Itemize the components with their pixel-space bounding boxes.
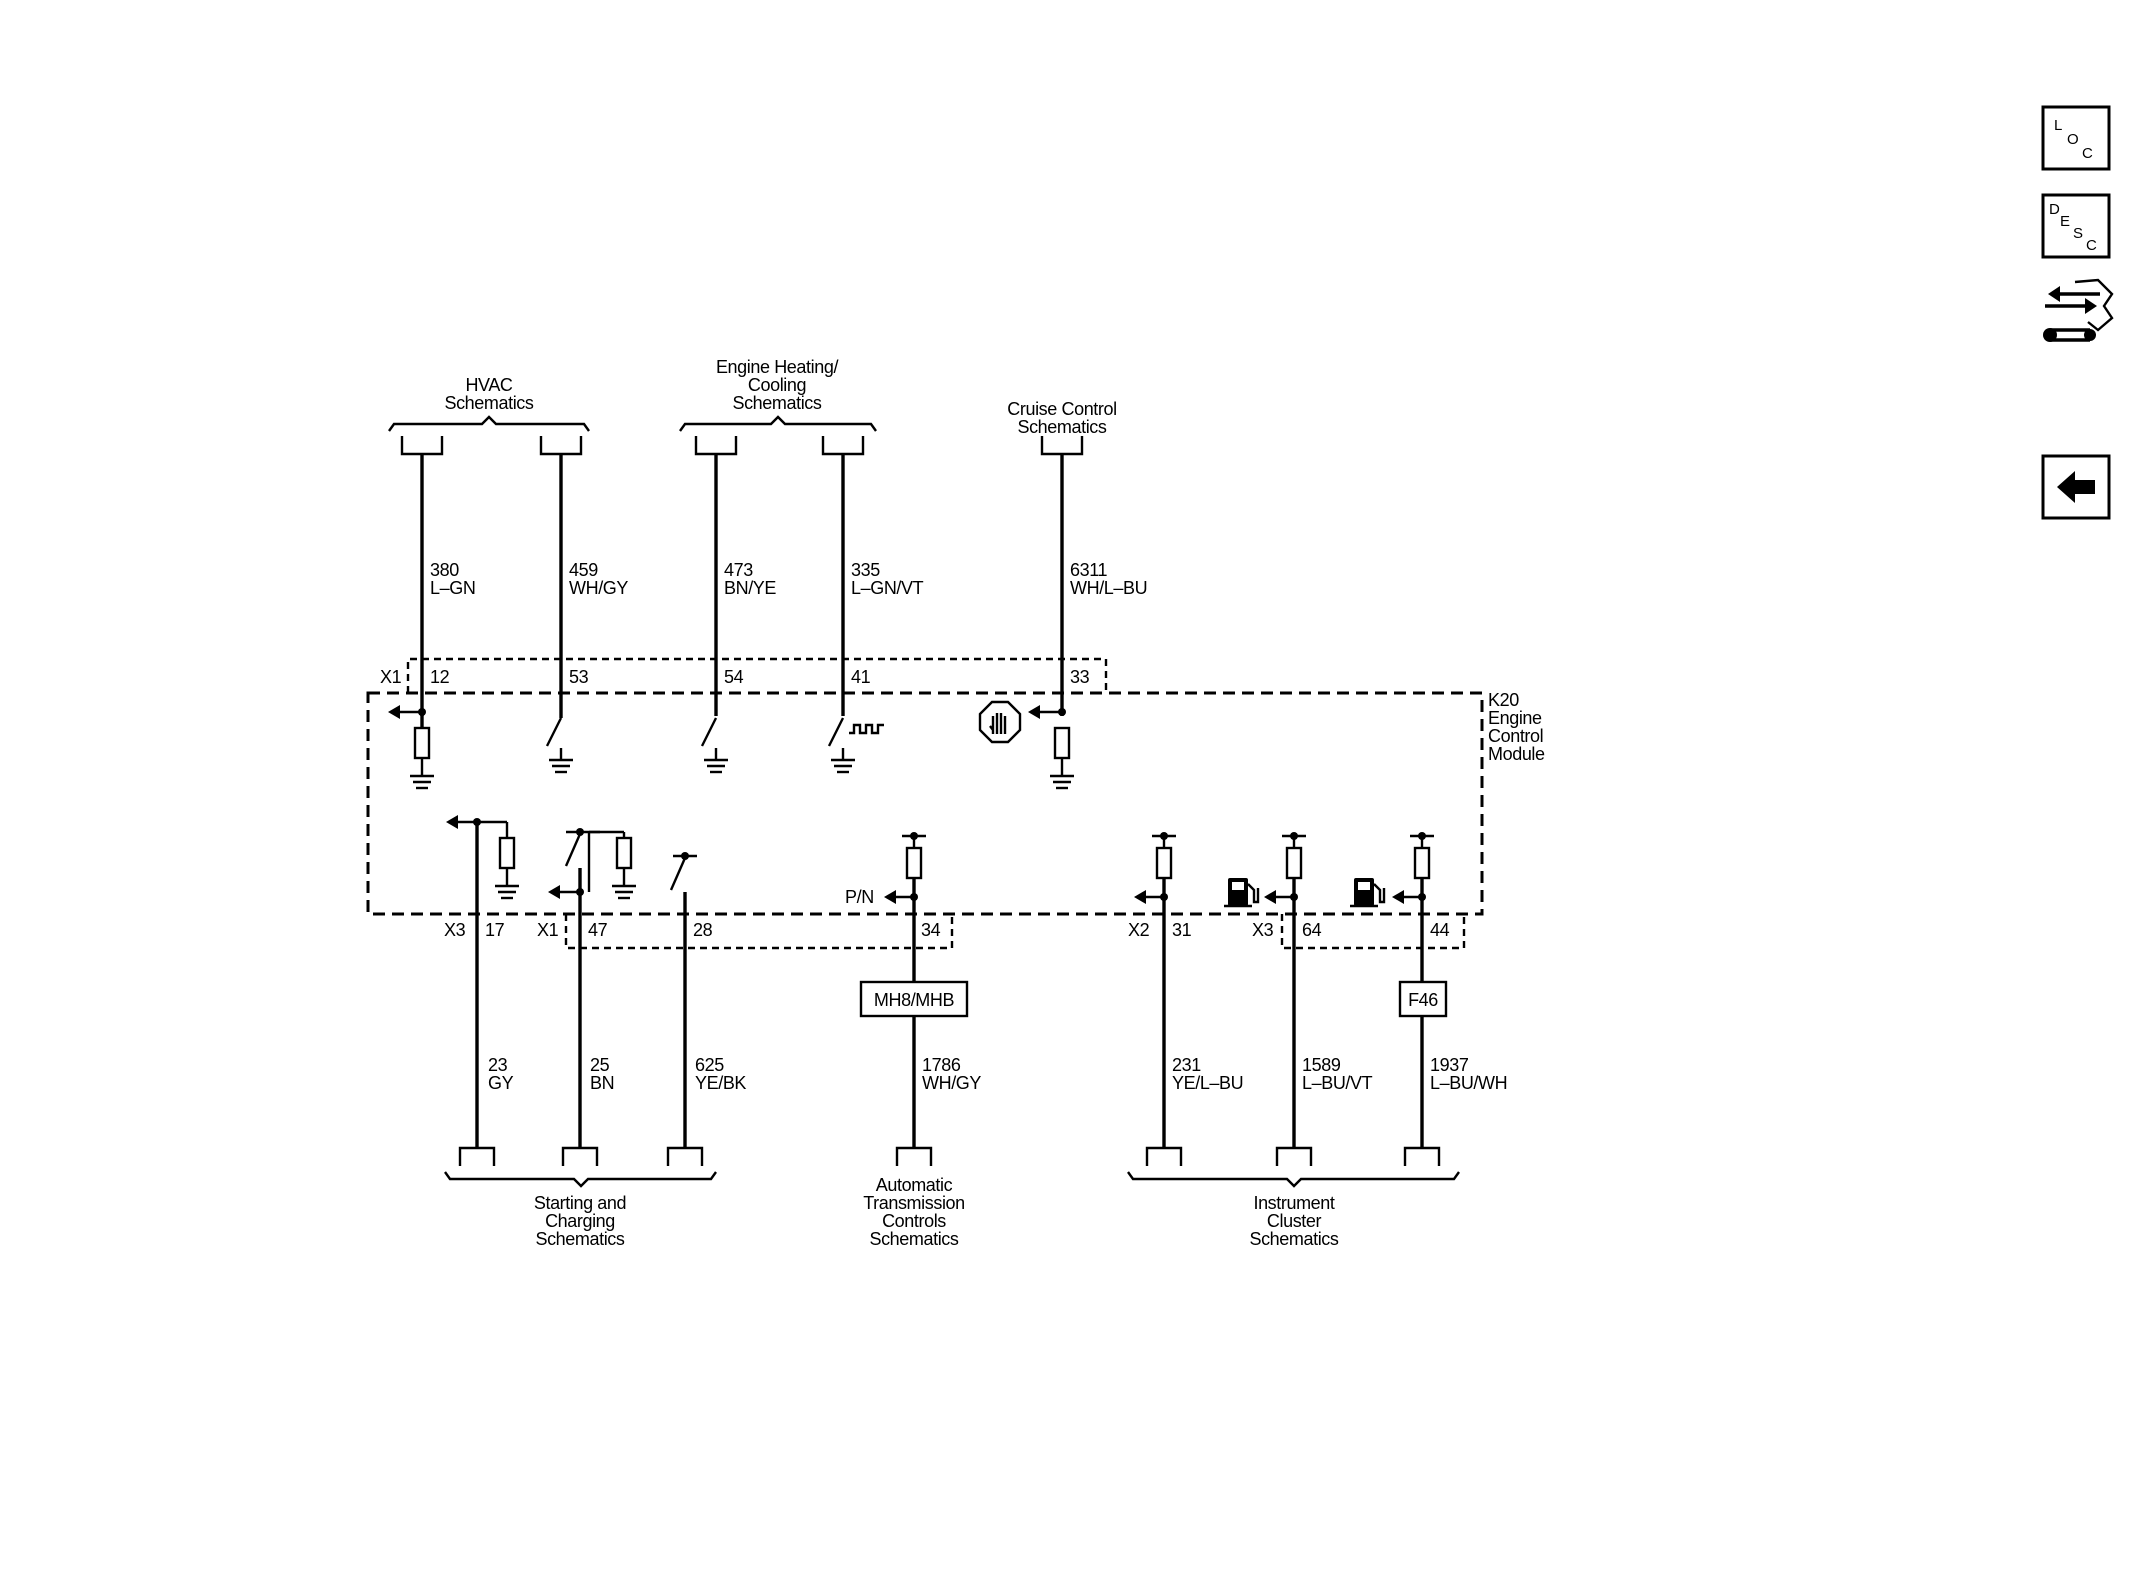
wire-circuit-1937: 1937 — [1430, 1055, 1469, 1075]
svg-text:S: S — [2073, 225, 2083, 242]
wire-circuit-1589: 1589 — [1302, 1055, 1341, 1075]
wire-color-lgn: L–GN — [430, 578, 475, 598]
wire-circuit-380: 380 — [430, 560, 459, 580]
svg-text:MH8/MHB: MH8/MHB — [874, 990, 955, 1010]
switch-625 — [669, 852, 697, 914]
input-pulldown-380 — [388, 705, 434, 790]
wire-color-lbuvt: L–BU/VT — [1302, 1073, 1373, 1093]
svg-text:L: L — [2054, 117, 2062, 134]
connector-x1-top-outline — [406, 657, 1108, 693]
pin-44: 44 — [1430, 920, 1450, 940]
output-pullup-1786: P/N — [845, 832, 926, 914]
pin-64: 64 — [1302, 920, 1322, 940]
wire-color-whlbu: WH/L–BU — [1070, 578, 1147, 598]
location-button[interactable]: L O C — [2041, 105, 2111, 171]
connector-x1-bottom-outline — [564, 914, 954, 950]
pin-31: 31 — [1172, 920, 1192, 940]
pwm-switch-ground-335 — [827, 717, 884, 774]
splice-mh8-mhb: MH8/MHB — [859, 980, 969, 1018]
svg-text:D: D — [2049, 201, 2060, 218]
stop-hand-icon — [978, 700, 1022, 744]
pin-34: 34 — [921, 920, 941, 940]
wire-color-bn: BN — [590, 1073, 614, 1093]
svg-text:F46: F46 — [1408, 990, 1438, 1010]
wire-circuit-23: 23 — [488, 1055, 508, 1075]
svg-text:C: C — [2082, 145, 2093, 162]
pin-17: 17 — [485, 920, 505, 940]
pn-signal-label: P/N — [845, 887, 874, 907]
connector-x3-bottom-outline — [1280, 914, 1466, 950]
pin-12: 12 — [430, 667, 450, 687]
pin-33: 33 — [1070, 667, 1090, 687]
connector-x1-bottom-label: X1 — [537, 920, 559, 940]
switch-pulldown-25 — [548, 828, 636, 914]
svg-text:O: O — [2067, 131, 2079, 148]
bottom-wires — [475, 914, 1424, 1148]
connector-x3-left-label: X3 — [444, 920, 466, 940]
fuel-pump-icon — [1224, 878, 1260, 908]
connector-x1-top-label: X1 — [380, 667, 402, 687]
wire-circuit-1786: 1786 — [922, 1055, 961, 1075]
wire-color-lgnvt: L–GN/VT — [851, 578, 924, 598]
connector-x2-label: X2 — [1128, 920, 1150, 940]
pin-41: 41 — [851, 667, 871, 687]
wire-circuit-6311: 6311 — [1070, 560, 1107, 580]
wire-circuit-459: 459 — [569, 560, 598, 580]
output-pullup-1937 — [1392, 832, 1434, 914]
wire-color-gy: GY — [488, 1073, 514, 1093]
svg-text:C: C — [2086, 237, 2097, 254]
output-pullup-231 — [1134, 832, 1176, 914]
output-pullup-1589 — [1264, 832, 1306, 914]
svg-text:E: E — [2060, 213, 2070, 230]
connector-service-icon[interactable] — [2043, 278, 2114, 342]
wire-color-yebk: YE/BK — [695, 1073, 746, 1093]
switch-ground-459 — [545, 716, 573, 774]
wire-color-bnye: BN/YE — [724, 578, 776, 598]
top-wires — [420, 454, 1064, 716]
wire-color-lbuwh: L–BU/WH — [1430, 1073, 1507, 1093]
fuse-f46: F46 — [1398, 980, 1448, 1018]
wire-circuit-473: 473 — [724, 560, 753, 580]
switch-ground-473 — [700, 717, 728, 774]
wire-circuit-335: 335 — [851, 560, 880, 580]
wire-circuit-231: 231 — [1172, 1055, 1201, 1075]
back-arrow-icon[interactable] — [2041, 454, 2111, 520]
wire-circuit-25: 25 — [590, 1055, 610, 1075]
pin-47: 47 — [588, 920, 608, 940]
wire-color-yelbu: YE/L–BU — [1172, 1073, 1243, 1093]
description-button[interactable]: D E S C — [2041, 193, 2111, 259]
module-k20-boundary — [366, 691, 1484, 916]
wire-color-whgy: WH/GY — [569, 578, 628, 598]
pin-53: 53 — [569, 667, 589, 687]
output-pullup-23 — [446, 815, 519, 914]
fuel-pump-icon — [1350, 878, 1386, 908]
pin-28: 28 — [693, 920, 713, 940]
connector-x3-right-label: X3 — [1252, 920, 1274, 940]
pin-54: 54 — [724, 667, 744, 687]
wire-circuit-625: 625 — [695, 1055, 724, 1075]
input-pulldown-6311 — [1028, 705, 1074, 790]
wire-color-whgy-2: WH/GY — [922, 1073, 981, 1093]
